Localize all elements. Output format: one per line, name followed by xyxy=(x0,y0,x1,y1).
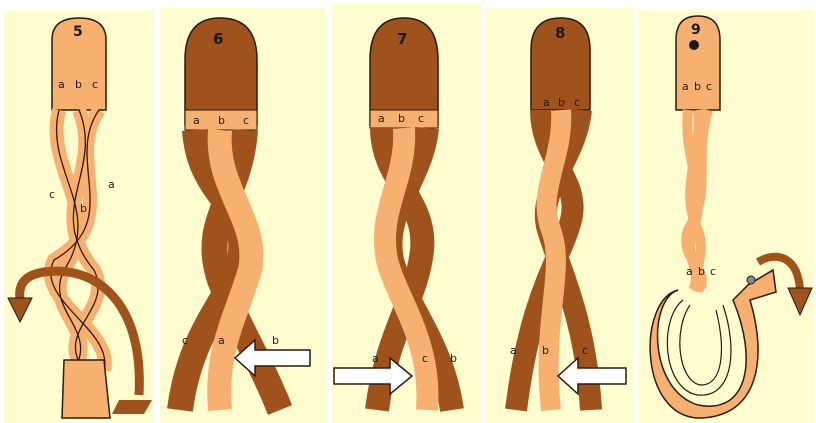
strand-label: a xyxy=(193,114,200,127)
braid-diagram-step-7: 7 a b c a c b xyxy=(332,0,482,423)
strand-label: a xyxy=(682,80,689,93)
strand-label: c xyxy=(582,344,588,357)
strand-label: a xyxy=(378,112,385,125)
step-number: 5 xyxy=(73,24,83,40)
strand-label: b xyxy=(272,334,279,347)
panel-step-9: 9 a b c a b c xyxy=(638,0,816,423)
strand-label: c xyxy=(182,334,188,347)
strand-label: b xyxy=(698,265,705,278)
braid-diagram-step-5: 5 a b c c b a xyxy=(4,0,154,423)
strand-label: c xyxy=(418,112,424,125)
braid-diagram-step-6: 6 a b c c a b xyxy=(160,0,326,423)
step-number: 9 xyxy=(691,22,701,38)
strand-label: a xyxy=(543,96,550,109)
strand-label: c xyxy=(92,78,98,91)
strand-label: c xyxy=(49,188,55,201)
panel-step-7: 7 a b c a c b xyxy=(332,0,482,423)
strand-label: a xyxy=(108,178,115,191)
strand-label: b xyxy=(542,344,549,357)
panel-step-5: 5 a b c c b a xyxy=(4,0,154,423)
strand-label: c xyxy=(574,96,580,109)
strand-label: a xyxy=(58,78,65,91)
strand-label: b xyxy=(558,96,565,109)
braid-diagram-step-8: 8 a b c a b c xyxy=(486,0,634,423)
strand-label: b xyxy=(75,78,82,91)
step-number: 7 xyxy=(397,30,407,48)
braid-diagram-step-9: 9 a b c a b c xyxy=(638,0,816,423)
strand-label: b xyxy=(398,112,405,125)
strand-label: b xyxy=(218,114,225,127)
strand-label: c xyxy=(706,80,712,93)
strand-label: a xyxy=(372,352,379,365)
hole-dot xyxy=(689,40,699,50)
strand-label: c xyxy=(243,114,249,127)
step-number: 6 xyxy=(213,30,223,48)
strand-label: a xyxy=(686,265,693,278)
strand-label: c xyxy=(422,352,428,365)
strand-label: a xyxy=(218,334,225,347)
step-number: 8 xyxy=(555,24,565,42)
strand-label: b xyxy=(80,202,87,215)
strand-label: b xyxy=(450,352,457,365)
panel-step-6: 6 a b c c a b xyxy=(160,0,326,423)
strand-label: b xyxy=(694,80,701,93)
panel-step-8: 8 a b c a b c xyxy=(486,0,634,423)
strand-label: c xyxy=(710,265,716,278)
strand-label: a xyxy=(510,344,517,357)
